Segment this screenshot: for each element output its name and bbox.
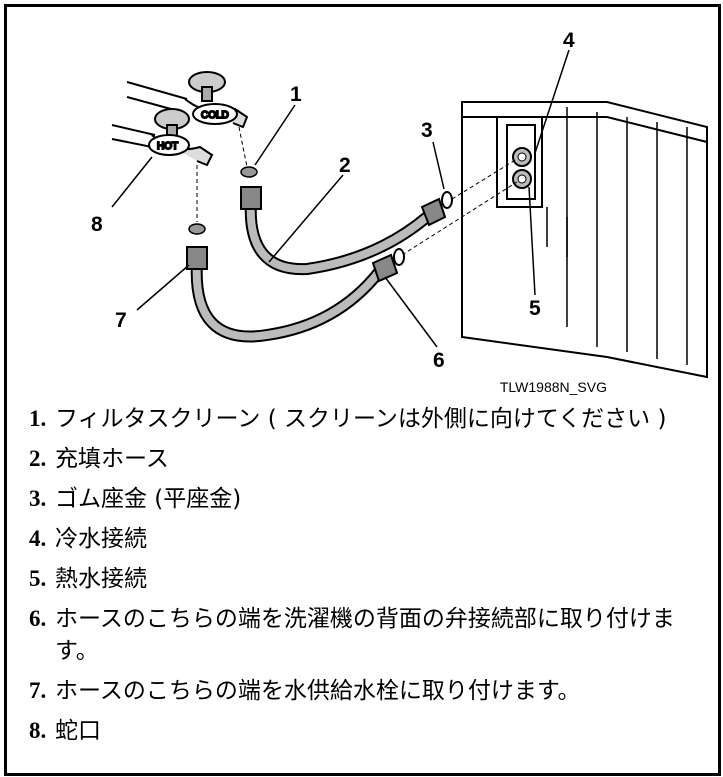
- legend-text: ホースのこちらの端を水供給水栓に取り付けます。: [55, 678, 581, 704]
- valve-hot-connector: [512, 169, 532, 189]
- legend-text: 熱水接続: [55, 566, 147, 592]
- fill-hose-lower: [186, 246, 399, 343]
- callout-8: 8: [91, 213, 103, 236]
- callout-6: 6: [433, 349, 445, 372]
- legend-item: 8. 蛇口: [29, 715, 709, 747]
- legend-text: 充填ホース: [55, 446, 169, 472]
- legend-text: 冷水接続: [55, 526, 147, 552]
- legend-item: 4. 冷水接続: [29, 523, 709, 555]
- legend-text: 蛇口: [55, 718, 101, 744]
- callout-1: 1: [290, 83, 302, 106]
- legend-number: 3.: [29, 486, 47, 511]
- legend-number: 7.: [29, 678, 47, 703]
- alignment-lines: [196, 126, 518, 256]
- legend-number: 8.: [29, 718, 47, 743]
- callout-7: 7: [115, 309, 127, 332]
- valve-cold-connector: [512, 147, 532, 167]
- illustration: COLD HOT: [91, 29, 708, 395]
- callout-5: 5: [529, 297, 541, 320]
- rubber-washer-lower: [393, 248, 405, 266]
- rubber-washer-upper: [441, 191, 453, 209]
- callout-4: 4: [563, 29, 575, 52]
- legend-text: ホースのこちらの端を洗濯機の背面の弁接続部に取り付けます。: [55, 606, 675, 664]
- legend-number: 1.: [29, 406, 47, 431]
- legend-item: 6. ホースのこちらの端を洗濯機の背面の弁接続部に取り付けます。: [29, 603, 709, 667]
- legend-item: 5. 熱水接続: [29, 563, 709, 595]
- callout-3: 3: [421, 119, 433, 142]
- washer-rear-panel: [461, 101, 708, 379]
- legend-text: フィルタスクリーン ( スクリーンは外側に向けてください ): [55, 406, 667, 432]
- fill-hose-upper: [240, 186, 447, 276]
- legend-text: ゴム座金 (平座金): [55, 486, 242, 512]
- faucet-cold: COLD: [126, 71, 249, 129]
- legend-number: 4.: [29, 526, 47, 551]
- legend-list: 1. フィルタスクリーン ( スクリーンは外側に向けてください ) 2. 充填ホース…: [29, 403, 709, 755]
- page-frame: COLD HOT: [4, 4, 721, 776]
- hose-connection-figure: COLD HOT: [7, 7, 718, 397]
- faucet-cold-label: COLD: [201, 110, 229, 121]
- legend-item: 2. 充填ホース: [29, 443, 709, 475]
- legend-number: 5.: [29, 566, 47, 591]
- faucet-hot-label: HOT: [157, 141, 178, 152]
- legend-item: 1. フィルタスクリーン ( スクリーンは外側に向けてください ): [29, 403, 709, 435]
- legend-number: 2.: [29, 446, 47, 471]
- faucet-hot: HOT: [111, 108, 214, 167]
- filter-screen-upper: [240, 166, 258, 178]
- callout-leaders: [111, 49, 570, 348]
- callout-2: 2: [339, 154, 351, 177]
- figure-id: TLW1988N_SVG: [500, 379, 607, 395]
- legend-number: 6.: [29, 606, 47, 631]
- legend-item: 7. ホースのこちらの端を水供給水栓に取り付けます。: [29, 675, 709, 707]
- legend-item: 3. ゴム座金 (平座金): [29, 483, 709, 515]
- filter-screen-lower: [188, 223, 206, 235]
